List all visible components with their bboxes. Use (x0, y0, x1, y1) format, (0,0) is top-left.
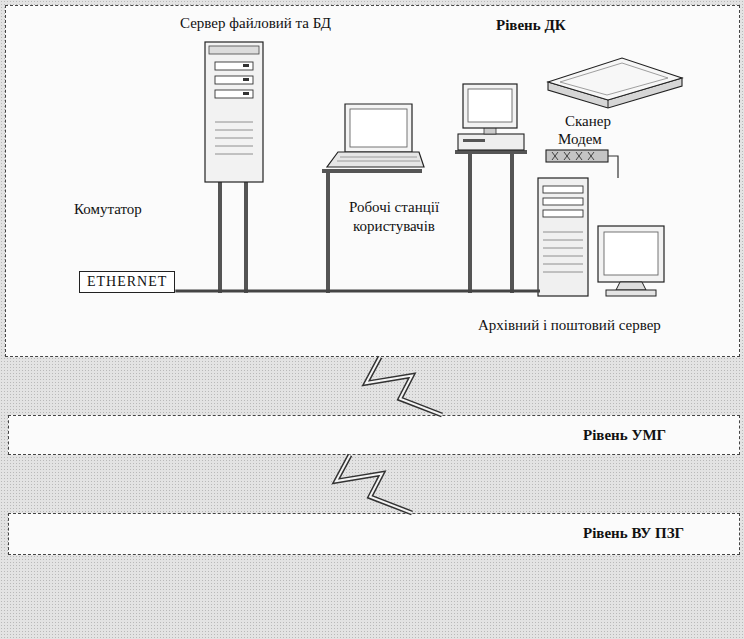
device-label: Робочі станції користувачів (335, 198, 453, 236)
file-db-server (218, 182, 222, 293)
user-workstation (463, 139, 485, 142)
file-db-server (244, 182, 248, 293)
level-band: Рівень ВУ ПЗГ (8, 513, 740, 555)
archive-mail-server (606, 290, 656, 296)
switch-box: ETHERNET (79, 271, 175, 293)
modem (608, 156, 618, 178)
level-title: Рівень ВУ ПЗГ (583, 525, 684, 542)
ethernet-bus (175, 290, 540, 293)
user-workstation (484, 127, 496, 134)
device-label: Модем (558, 130, 602, 149)
archive-mail-server (543, 186, 583, 193)
user-laptop (322, 169, 422, 173)
file-db-server (215, 122, 253, 154)
scanner (608, 100, 609, 108)
user-workstation (463, 84, 517, 128)
archive-mail-server (538, 178, 664, 296)
file-db-server (243, 92, 249, 95)
user-laptop (337, 157, 420, 161)
archive-mail-server (604, 232, 658, 275)
archive-mail-server (616, 282, 646, 290)
switch-label: ETHERNET (87, 274, 167, 290)
user-laptop (350, 109, 407, 147)
wireless-link (366, 357, 442, 415)
user-workstation (468, 89, 512, 122)
user-workstation (510, 154, 514, 293)
file-db-server (215, 90, 253, 98)
archive-mail-server (598, 226, 664, 282)
device-label: Сканер (565, 112, 611, 131)
user-laptop (322, 104, 424, 293)
level-title: Рівень ДК (496, 17, 566, 34)
user-laptop (327, 152, 424, 167)
level-band: Рівень ДК ETHERNET (5, 5, 740, 357)
file-db-server (215, 62, 253, 70)
wireless-link (336, 455, 412, 513)
file-db-server (205, 42, 263, 182)
scanner (548, 58, 682, 100)
archive-mail-server (538, 178, 588, 296)
wireless-link (336, 455, 412, 513)
level-band: Рівень УМГ (8, 415, 740, 455)
file-db-server (243, 64, 249, 67)
modem (546, 150, 618, 178)
wireless-link (366, 357, 442, 415)
modem (552, 152, 594, 160)
device-label: Архівний і поштовий сервер (478, 316, 661, 335)
archive-mail-server (543, 198, 583, 205)
file-db-server (243, 78, 249, 81)
wireless-link (336, 455, 412, 513)
scanner (548, 58, 682, 108)
scanner (560, 63, 668, 95)
archive-mail-server (543, 210, 583, 217)
file-db-server (215, 76, 253, 84)
user-workstation (455, 150, 527, 154)
archive-mail-server (543, 232, 583, 272)
device-label: Сервер файловий та БД (180, 14, 331, 33)
scanner (548, 78, 682, 108)
wireless-link (366, 357, 442, 415)
level-title: Рівень УМГ (583, 427, 666, 444)
user-laptop (345, 104, 412, 152)
user-workstation (455, 84, 527, 293)
user-workstation (458, 134, 524, 150)
file-db-server (205, 42, 263, 293)
user-laptop (326, 172, 330, 293)
file-db-server (209, 46, 259, 54)
modem (546, 150, 608, 162)
user-workstation (468, 154, 472, 293)
device-label: Комутатор (74, 200, 142, 219)
